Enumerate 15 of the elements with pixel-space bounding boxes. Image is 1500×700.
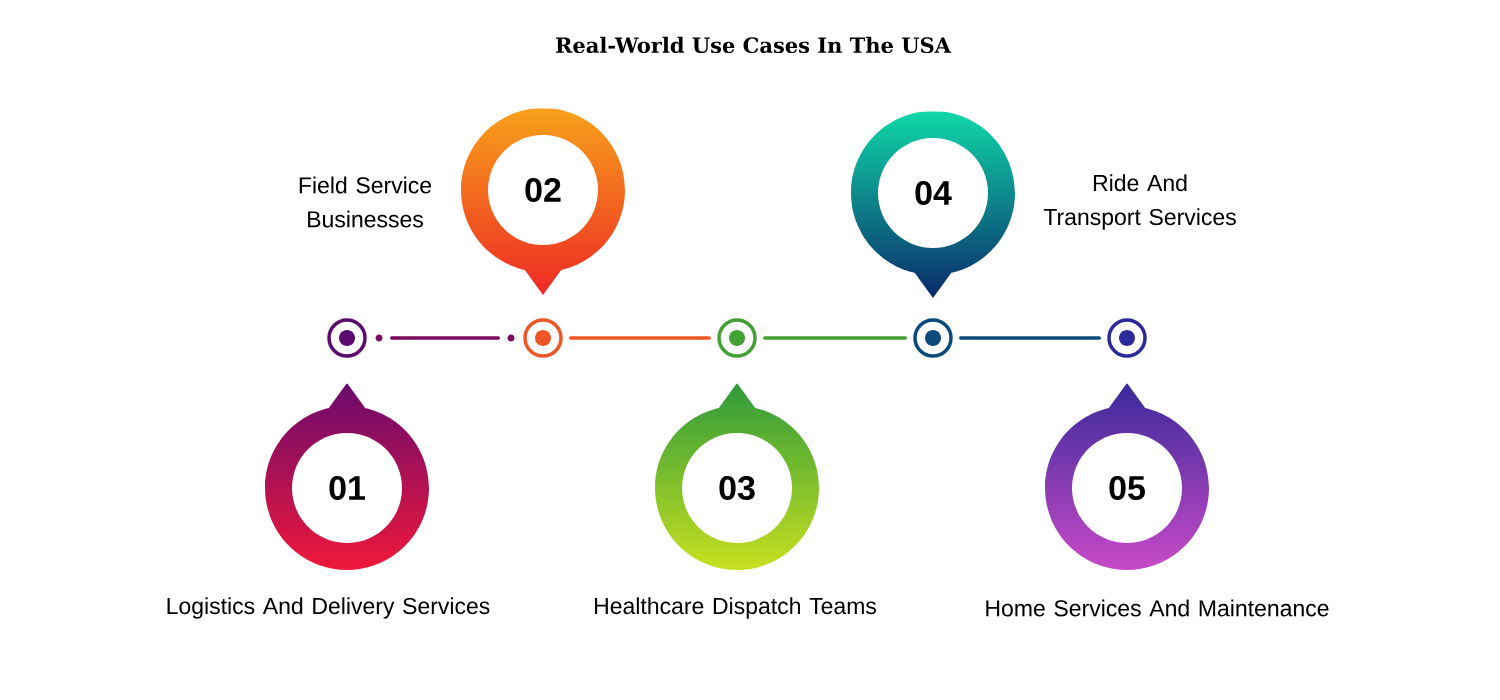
caption-text: Field Service Businesses	[299, 176, 432, 228]
caption-text: Ride And Transport Services	[1043, 174, 1236, 230]
timeline-dot	[1107, 318, 1147, 358]
connector-line	[390, 336, 500, 340]
timeline-dot	[717, 318, 757, 358]
caption-text: Healthcare Dispatch Teams	[595, 597, 877, 619]
title: Real-World Use Cases In The USA	[555, 36, 952, 54]
connector-line	[569, 336, 711, 340]
connector-line	[959, 336, 1101, 340]
timeline-dot	[913, 318, 953, 358]
caption-text: Logistics And Delivery Services	[167, 597, 490, 619]
timeline-dot	[523, 318, 563, 358]
caption-text: Home Services And Maintenance	[986, 599, 1329, 617]
connector-line	[763, 336, 907, 340]
timeline-dot	[327, 318, 367, 358]
